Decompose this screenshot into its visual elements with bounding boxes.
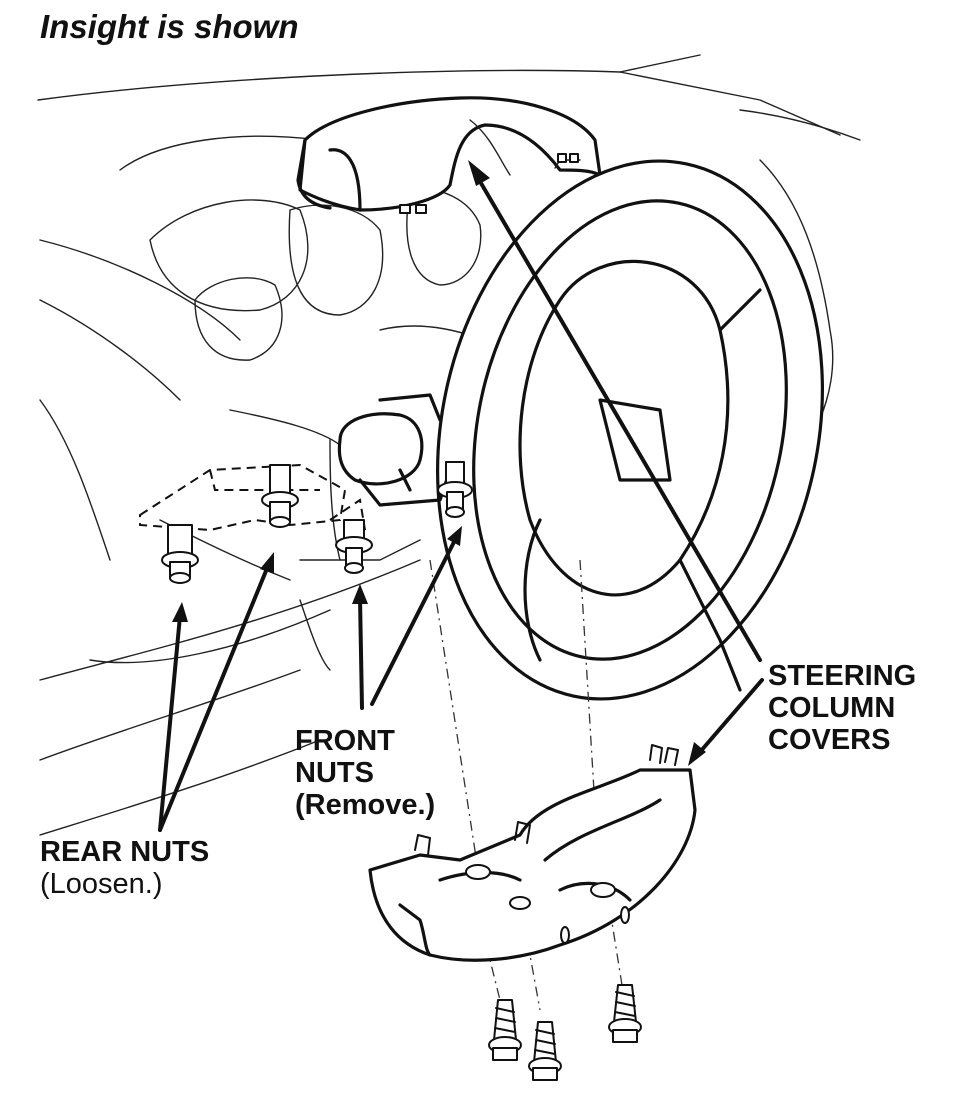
label-line: (Loosen.) (40, 868, 163, 900)
nut-icon (437, 461, 473, 518)
steering-wheel-icon (436, 159, 824, 701)
label-line: STEERING (768, 660, 917, 692)
label-line: (Remove.) (295, 789, 436, 821)
figure-caption: Insight is shown (40, 8, 299, 45)
nut-icon (161, 524, 199, 584)
screw-icon (488, 999, 522, 1061)
label-line: NUTS (295, 757, 374, 789)
upper-cover-icon (296, 96, 602, 214)
steering-column-covers-label: STEERING COLUMN COVERS (768, 660, 916, 756)
front-nuts-label: FRONT NUTS (Remove.) (295, 725, 435, 821)
lower-cover-icon (368, 744, 697, 962)
callout-arrows (158, 160, 764, 832)
screw-icon (608, 984, 642, 1043)
label-line: COVERS (768, 724, 891, 756)
rear-nuts-label: REAR NUTS (Loosen.) (40, 836, 209, 900)
column-switch (337, 393, 452, 507)
label-line: REAR NUTS (40, 836, 210, 868)
label-line: FRONT (295, 725, 395, 757)
screw-icon (528, 1021, 562, 1081)
nut-icon (335, 519, 373, 574)
label-line: COLUMN (768, 692, 896, 724)
nut-icon (261, 464, 299, 528)
dashboard-outline (37, 54, 861, 836)
